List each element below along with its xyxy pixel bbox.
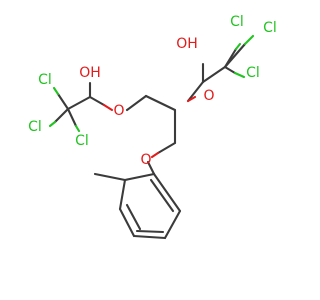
hydroxyl-right-label: OH bbox=[176, 36, 198, 52]
carbon-skeleton bbox=[53, 42, 247, 240]
bond bbox=[186, 80, 205, 103]
chlorine-right-2-label: Cl bbox=[263, 20, 277, 36]
ether-middle-label: O bbox=[203, 88, 214, 104]
bond-cl bbox=[234, 42, 242, 51]
chlorine-left-2-label: Cl bbox=[28, 119, 42, 135]
chemical-structure: OH OH O O O Cl Cl Cl Cl Cl Cl bbox=[28, 14, 277, 240]
bond-cl bbox=[48, 120, 57, 128]
atom-labels: OH OH O O O Cl Cl Cl Cl Cl Cl bbox=[28, 14, 277, 168]
bond-o bbox=[102, 103, 114, 112]
bond bbox=[123, 172, 156, 182]
bond bbox=[88, 95, 106, 107]
bond bbox=[201, 65, 227, 84]
bond-o bbox=[150, 151, 160, 159]
bond-cl bbox=[52, 86, 60, 96]
bond-cl bbox=[243, 34, 255, 46]
bond bbox=[118, 207, 136, 238]
bond bbox=[93, 172, 127, 182]
bond-cl bbox=[233, 71, 246, 79]
bond bbox=[53, 107, 70, 124]
hydroxyl-left-label: OH bbox=[79, 65, 101, 81]
bond bbox=[144, 94, 177, 112]
bond bbox=[163, 209, 182, 240]
bond bbox=[125, 94, 148, 112]
bond bbox=[135, 229, 165, 234]
bond bbox=[156, 141, 177, 155]
bond bbox=[56, 92, 70, 111]
bond bbox=[132, 234, 167, 240]
heteroatom-bonds bbox=[48, 34, 255, 159]
bond bbox=[66, 95, 92, 111]
chlorine-right-3-label: Cl bbox=[246, 65, 260, 81]
bond-o bbox=[186, 95, 197, 103]
bond bbox=[223, 42, 247, 69]
chlorine-left-1-label: Cl bbox=[38, 72, 52, 88]
bond bbox=[223, 65, 237, 75]
ether-left-label: O bbox=[113, 103, 124, 119]
bond-cl bbox=[74, 124, 81, 133]
bond bbox=[125, 203, 142, 231]
ether-aryl-label: O bbox=[140, 152, 151, 168]
bond bbox=[149, 178, 175, 213]
bond bbox=[152, 172, 182, 213]
chlorine-left-3-label: Cl bbox=[75, 133, 89, 149]
bond bbox=[118, 178, 127, 211]
bond bbox=[146, 160, 156, 176]
bond bbox=[66, 107, 78, 128]
chlorine-right-1-label: Cl bbox=[230, 14, 244, 30]
